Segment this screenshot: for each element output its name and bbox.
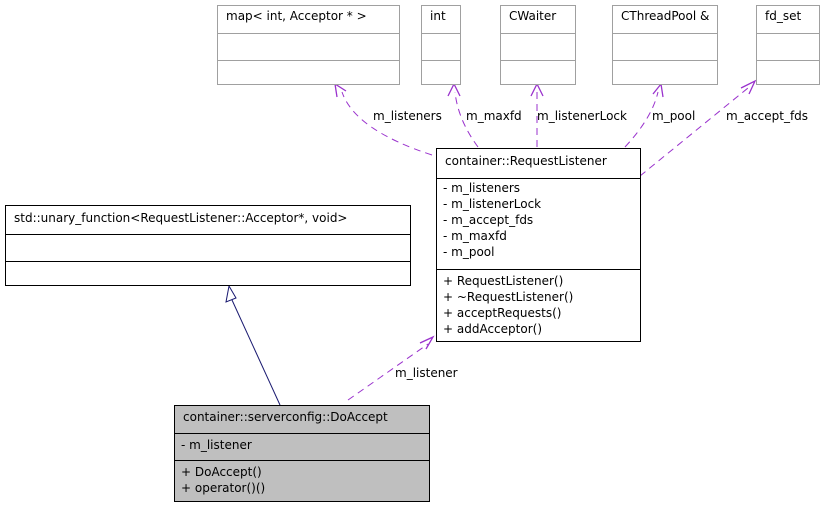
edge-pool <box>624 91 659 148</box>
class-fdset[interactable]: fd_set <box>756 5 820 85</box>
class-cthreadpool[interactable]: CThreadPool & <box>612 5 718 85</box>
edge-maxfd <box>454 91 479 148</box>
edge-label-accept-fds: m_accept_fds <box>726 109 809 123</box>
edge-label-maxfd: m_maxfd <box>466 109 522 123</box>
class-name: CWaiter <box>509 9 557 23</box>
attribute: - m_listeners <box>443 181 521 195</box>
methods-section <box>6 261 410 285</box>
edge-label-pool: m_pool <box>652 109 696 123</box>
methods-section <box>613 60 717 84</box>
class-request-listener[interactable]: container::RequestListener - m_listeners… <box>436 148 641 342</box>
arrow-listener <box>419 335 435 350</box>
attribute: - m_maxfd <box>443 229 507 243</box>
class-name: std::unary_function<RequestListener::Acc… <box>14 211 348 225</box>
attributes-section <box>218 33 399 60</box>
attribute: - m_listener <box>181 438 252 452</box>
class-name: container::RequestListener <box>445 154 607 168</box>
methods-section: + DoAccept() + operator()() <box>175 460 429 501</box>
method: + RequestListener() <box>443 274 564 288</box>
class-int[interactable]: int <box>421 5 461 85</box>
methods-section: + RequestListener() + ~RequestListener()… <box>437 269 640 341</box>
attribute: - m_pool <box>443 245 495 259</box>
attributes-section <box>6 234 410 261</box>
method: + acceptRequests() <box>443 306 562 320</box>
methods-section <box>218 60 399 84</box>
method: + ~RequestListener() <box>443 290 574 304</box>
class-cwaiter[interactable]: CWaiter <box>500 5 576 85</box>
methods-section <box>501 60 575 84</box>
attributes-section: - m_listener <box>175 433 429 460</box>
class-name: container::serverconfig::DoAccept <box>183 410 388 424</box>
arrow-maxfd <box>447 82 461 97</box>
edge-label-listener-lock: m_listenerLock <box>537 109 627 123</box>
attributes-section <box>613 33 717 60</box>
attribute: - m_accept_fds <box>443 213 534 227</box>
class-do-accept[interactable]: container::serverconfig::DoAccept - m_li… <box>174 405 430 502</box>
methods-section <box>422 60 460 84</box>
attributes-section <box>757 33 819 60</box>
edge-accept-fds <box>639 87 749 177</box>
methods-section <box>757 60 819 84</box>
class-name: CThreadPool & <box>621 9 710 23</box>
inheritance-line <box>231 299 281 406</box>
arrow-accept-fds <box>740 79 757 95</box>
method: + operator()() <box>181 481 266 495</box>
class-unary-function[interactable]: std::unary_function<RequestListener::Acc… <box>5 205 411 286</box>
inheritance-arrow <box>225 284 237 303</box>
edge-listener <box>347 343 429 401</box>
class-map-listeners[interactable]: map< int, Acceptor * > <box>217 5 400 85</box>
class-name: int <box>430 9 446 23</box>
method: + DoAccept() <box>181 465 262 479</box>
attributes-section <box>501 33 575 60</box>
method: + addAcceptor() <box>443 322 542 336</box>
class-name: fd_set <box>765 9 802 23</box>
edge-listeners <box>341 91 433 156</box>
edge-label-listeners: m_listeners <box>373 109 442 123</box>
arrow-pool <box>652 82 664 98</box>
arrow-listeners <box>334 82 347 98</box>
edge-label-listener: m_listener <box>395 366 458 380</box>
attributes-section <box>422 33 460 60</box>
attributes-section: - m_listeners - m_listenerLock - m_accep… <box>437 178 640 269</box>
class-name: map< int, Acceptor * > <box>226 9 367 23</box>
attribute: - m_listenerLock <box>443 197 542 211</box>
